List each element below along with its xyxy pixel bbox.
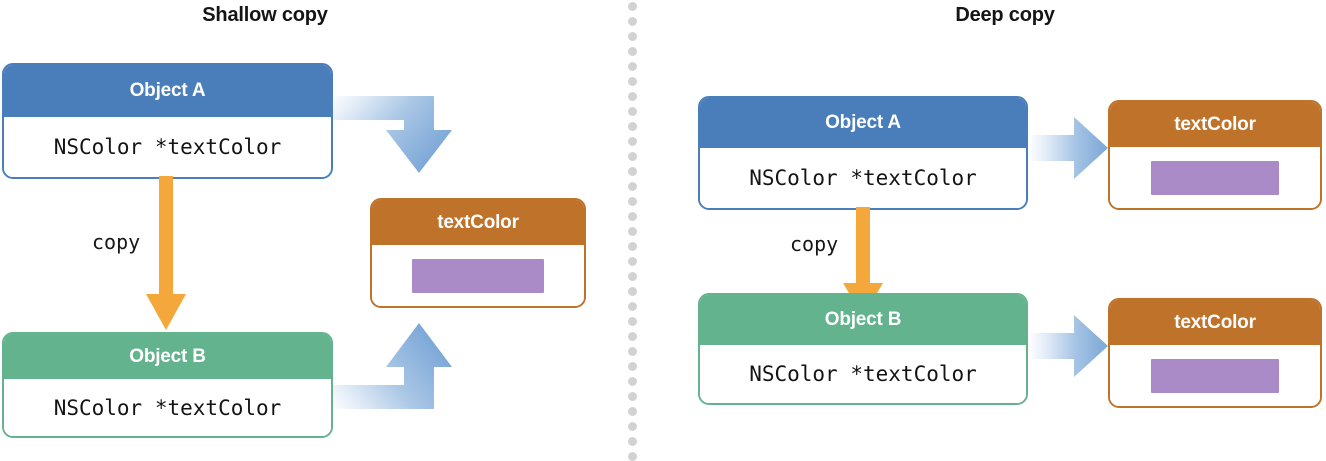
deep-object-b-title: Object B: [700, 295, 1026, 345]
shallow-textcolor-title: textColor: [372, 200, 584, 245]
divider-dot: [628, 377, 637, 386]
deep-color-swatch-a: [1151, 160, 1279, 195]
arrow-deep-a-to-textcolor: [1028, 117, 1108, 179]
divider-dot: [628, 362, 637, 371]
shallow-object-a-box[interactable]: Object A NSColor *textColor: [2, 63, 333, 179]
deep-textcolor-b-body: [1110, 345, 1320, 406]
arrow-shallow-a-to-textcolor: [330, 96, 452, 173]
arrow-shallow-copy: [146, 176, 186, 330]
divider-dot: [628, 242, 637, 251]
divider-dot: [628, 47, 637, 56]
deep-textcolor-b-box[interactable]: textColor: [1108, 298, 1322, 408]
deep-color-swatch-b: [1151, 358, 1279, 393]
divider-dot: [628, 272, 637, 281]
divider-dot: [628, 17, 637, 26]
shallow-object-b-member: NSColor *textColor: [4, 379, 331, 436]
shallow-textcolor-box[interactable]: textColor: [370, 198, 586, 308]
shallow-textcolor-body: [372, 245, 584, 306]
divider-dot: [628, 92, 637, 101]
divider-dot: [628, 137, 637, 146]
divider-dot: [628, 452, 637, 461]
arrow-deep-copy: [843, 207, 883, 317]
divider-dot: [628, 107, 637, 116]
panel-title-deep: Deep copy: [955, 4, 1055, 26]
arrow-shallow-b-to-textcolor: [330, 323, 452, 409]
divider-dot: [628, 2, 637, 11]
divider-dot: [628, 287, 637, 296]
divider-dot: [628, 407, 637, 416]
divider-dot: [628, 77, 637, 86]
divider-dot: [628, 32, 637, 41]
divider-dot: [628, 212, 637, 221]
shallow-copy-label: copy: [92, 230, 141, 254]
deep-textcolor-a-title: textColor: [1110, 102, 1320, 147]
deep-object-a-member: NSColor *textColor: [700, 148, 1026, 208]
deep-textcolor-b-title: textColor: [1110, 300, 1320, 345]
divider-dot: [628, 62, 637, 71]
deep-textcolor-a-body: [1110, 147, 1320, 208]
deep-object-b-member: NSColor *textColor: [700, 345, 1026, 403]
deep-textcolor-a-box[interactable]: textColor: [1108, 100, 1322, 210]
shallow-object-b-title: Object B: [4, 334, 331, 379]
divider-dot: [628, 257, 637, 266]
shallow-color-swatch: [412, 258, 544, 293]
deep-object-a-box[interactable]: Object A NSColor *textColor: [698, 96, 1028, 210]
deep-object-a-title: Object A: [700, 98, 1026, 148]
divider-dot: [628, 182, 637, 191]
divider-dot: [628, 422, 637, 431]
shallow-object-a-member: NSColor *textColor: [4, 117, 331, 177]
divider-dot: [628, 152, 637, 161]
deep-copy-label: copy: [790, 232, 839, 256]
shallow-object-b-box[interactable]: Object B NSColor *textColor: [2, 332, 333, 438]
divider-dot: [628, 197, 637, 206]
divider-dot: [628, 302, 637, 311]
shallow-object-a-title: Object A: [4, 65, 331, 117]
divider-dot: [628, 392, 637, 401]
panel-title-shallow: Shallow copy: [202, 4, 328, 26]
divider-dot: [628, 437, 637, 446]
divider-dot: [628, 332, 637, 341]
divider-dot: [628, 317, 637, 326]
deep-object-b-box[interactable]: Object B NSColor *textColor: [698, 293, 1028, 405]
divider-dot: [628, 227, 637, 236]
divider-dot: [628, 347, 637, 356]
panel-divider: [628, 2, 637, 461]
arrow-deep-b-to-textcolor: [1028, 315, 1108, 377]
divider-dot: [628, 122, 637, 131]
divider-dot: [628, 167, 637, 176]
